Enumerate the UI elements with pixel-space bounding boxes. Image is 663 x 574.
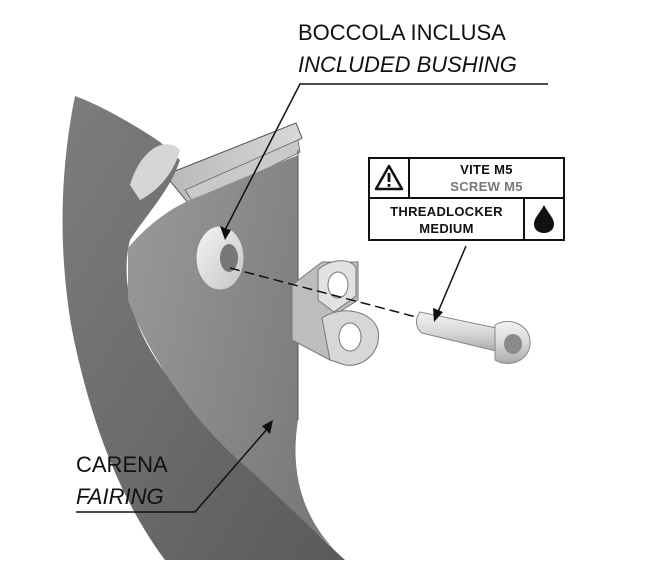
warning-triangle-icon bbox=[374, 164, 404, 191]
bushing-label-italian: BOCCOLA INCLUSA bbox=[298, 20, 506, 45]
bushing-label-english: INCLUDED BUSHING bbox=[298, 52, 517, 77]
threadlocker-drop-icon bbox=[534, 205, 554, 233]
fairing-label-italian: CARENA bbox=[76, 452, 168, 477]
fairing-inner-panel bbox=[128, 155, 345, 560]
screw-leader-line bbox=[437, 245, 467, 313]
fairing-highlight bbox=[130, 144, 180, 200]
threadlocker-strength: MEDIUM bbox=[419, 221, 474, 236]
bushing-leader-arrow bbox=[220, 226, 231, 240]
alignment-axis bbox=[229, 267, 421, 319]
fairing-part bbox=[62, 96, 345, 560]
included-bushing bbox=[195, 225, 245, 291]
fairing-label-english: FAIRING bbox=[76, 484, 164, 509]
threadlocker-label: THREADLOCKER bbox=[390, 204, 503, 219]
fairing-outer-shell bbox=[62, 96, 345, 560]
mounting-bracket bbox=[291, 260, 380, 366]
warning-cell bbox=[370, 159, 410, 197]
bushing-leader-line bbox=[224, 83, 548, 231]
fairing-leader-line bbox=[76, 427, 269, 513]
drop-cell bbox=[523, 199, 563, 239]
screw-m5 bbox=[416, 311, 531, 364]
screw-label-italian: VITE M5 bbox=[460, 162, 513, 177]
screw-leader-arrow bbox=[433, 308, 443, 322]
spec-row-screw: VITE M5 SCREW M5 bbox=[370, 159, 563, 199]
screw-label-english: SCREW M5 bbox=[450, 179, 523, 194]
fairing-leader-arrow bbox=[262, 420, 273, 434]
screw-spec-box: VITE M5 SCREW M5 THREADLOCKER MEDIUM bbox=[368, 157, 565, 241]
